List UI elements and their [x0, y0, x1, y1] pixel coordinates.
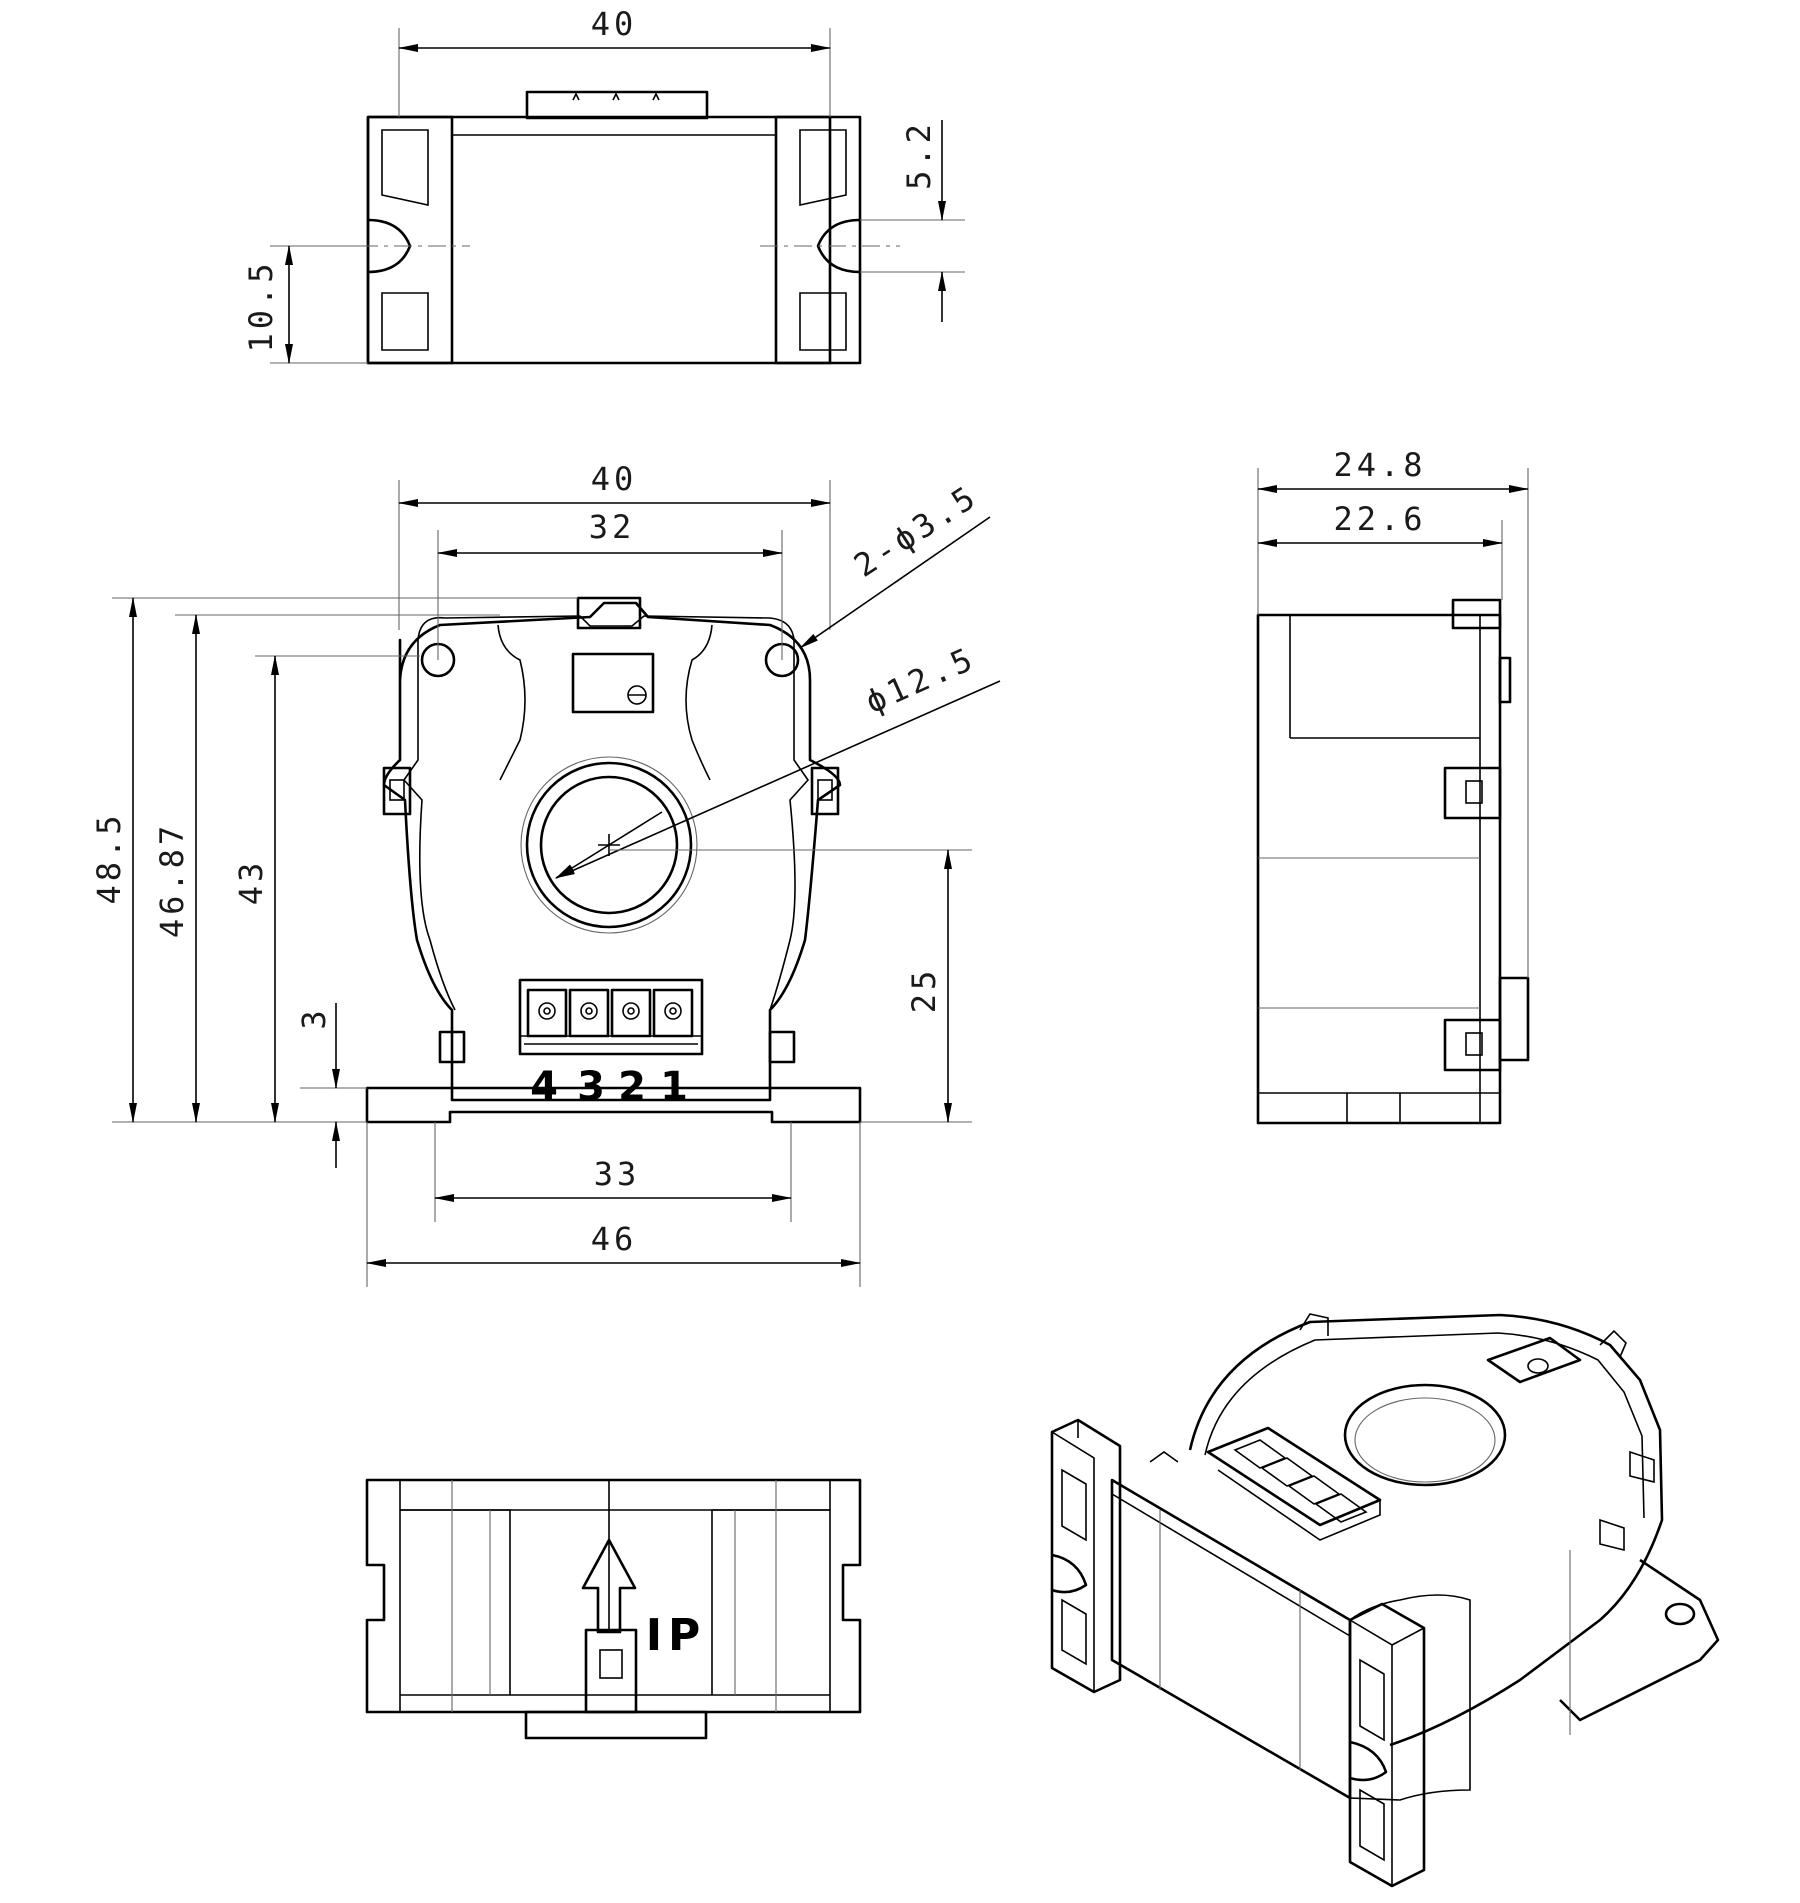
bottom-view: IP — [365, 1478, 862, 1740]
side-depth-body-label: 22.6 — [1333, 500, 1426, 538]
front-hole-pitch-label: 32 — [589, 508, 636, 546]
pin-label-4: 4 — [530, 1064, 558, 1110]
side-depth-total-label: 24.8 — [1333, 446, 1426, 484]
front-hole-height-label: 43 — [232, 859, 270, 906]
front-body-height-label: 46.87 — [153, 822, 191, 938]
bottom-current-label: IP — [646, 1610, 707, 1661]
side-view: 24.8 22.6 — [1256, 446, 1530, 1125]
pin-label-1: 1 — [660, 1064, 688, 1110]
front-base-thickness-label: 3 — [295, 1006, 333, 1029]
front-aperture-label: ϕ12.5 — [860, 639, 982, 721]
pin-label-2: 2 — [618, 1064, 646, 1110]
top-slot-height-label: 10.5 — [242, 259, 280, 352]
top-slot-offset-label: 5.2 — [900, 120, 938, 190]
front-base-inner-label: 33 — [594, 1155, 641, 1193]
top-width-label: 40 — [591, 5, 638, 43]
front-width-label: 40 — [591, 460, 638, 498]
front-aperture-height-label: 25 — [905, 967, 943, 1014]
pin-label-3: 3 — [577, 1064, 605, 1110]
front-view: 4 3 2 1 40 32 2-ϕ3.5 ϕ12.5 48.5 46.87 43 — [90, 460, 1001, 1287]
front-total-height-label: 48.5 — [90, 811, 128, 904]
front-base-total-label: 46 — [591, 1220, 638, 1258]
top-view: 40 5.2 10.5 — [242, 5, 965, 365]
isometric-view — [1050, 1313, 1720, 1888]
